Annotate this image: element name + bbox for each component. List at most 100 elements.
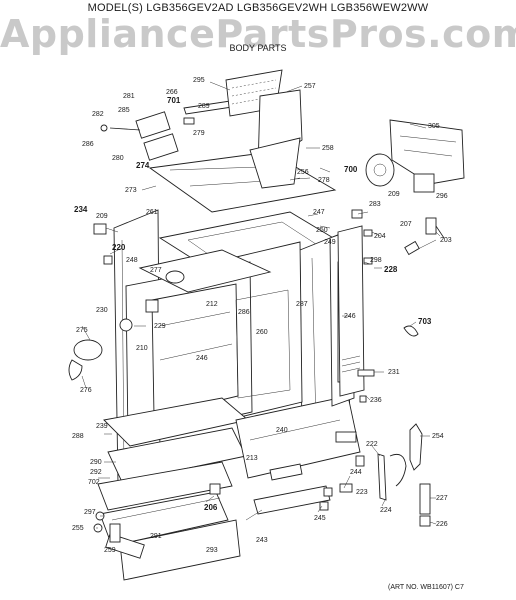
valve-body bbox=[143, 133, 179, 161]
blower-wheel bbox=[365, 153, 395, 187]
range-cabinet bbox=[97, 151, 365, 581]
callout-labels: 295 257 281 266 285 701 289 282 279 286 … bbox=[72, 77, 452, 554]
fitting bbox=[183, 117, 195, 125]
callout-label: 286 bbox=[238, 309, 250, 316]
drawer-bottom bbox=[97, 461, 233, 511]
callout-label: 234 bbox=[74, 205, 88, 214]
spark-module bbox=[404, 240, 420, 256]
lower-trim bbox=[253, 485, 331, 515]
callout-label: 258 bbox=[322, 145, 334, 152]
callout-label: 266 bbox=[166, 89, 178, 96]
callout-label: 240 bbox=[276, 427, 288, 434]
small-parts-right bbox=[351, 209, 445, 403]
small-parts-left bbox=[68, 223, 221, 543]
callout-label: 245 bbox=[314, 515, 326, 522]
callout-label: 206 bbox=[204, 503, 218, 512]
callout-label: 285 bbox=[118, 107, 130, 114]
callout-label: 239 bbox=[96, 423, 108, 430]
rear-right-panel bbox=[337, 225, 365, 397]
callout-label: 277 bbox=[150, 267, 162, 274]
screw-left bbox=[103, 255, 113, 265]
art-number: (ART NO. WB11607) C7 bbox=[388, 584, 464, 591]
callout-label: 256 bbox=[297, 169, 309, 176]
callout-label: 209 bbox=[96, 213, 108, 220]
callout-label: 261 bbox=[146, 209, 158, 216]
section-title: BODY PARTS bbox=[229, 43, 287, 53]
callout-label: 260 bbox=[256, 329, 268, 336]
callout-label: 248 bbox=[126, 257, 138, 264]
callout-label: 281 bbox=[123, 93, 135, 100]
callout-label: 223 bbox=[356, 489, 368, 496]
callout-label: 278 bbox=[318, 177, 330, 184]
callout-label: 286 bbox=[82, 141, 94, 148]
callout-label: 275 bbox=[76, 327, 88, 334]
vent-duct-lower bbox=[249, 137, 301, 189]
hinge-bracket bbox=[409, 423, 423, 471]
callout-label: 287 bbox=[296, 301, 308, 308]
callout-label: 209 bbox=[388, 191, 400, 198]
screw bbox=[363, 257, 373, 265]
callout-label: 227 bbox=[436, 495, 448, 502]
top-cover bbox=[148, 151, 337, 213]
callout-label: 231 bbox=[388, 369, 400, 376]
watermark: AppliancePartsPros.com bbox=[0, 12, 516, 56]
callout-label: 273 bbox=[125, 187, 137, 194]
callout-label: 213 bbox=[246, 455, 258, 462]
vent-assembly bbox=[225, 69, 303, 189]
fastener bbox=[363, 229, 373, 237]
callout-label: 279 bbox=[193, 130, 205, 137]
callout-label: 212 bbox=[206, 301, 218, 308]
callout-label: 228 bbox=[384, 265, 398, 274]
screw-center bbox=[323, 487, 333, 497]
gasket-clip bbox=[403, 325, 419, 337]
rack-stop bbox=[209, 483, 221, 495]
callout-label: 298 bbox=[370, 257, 382, 264]
callout-label: 249 bbox=[324, 239, 336, 246]
callout-label: 290 bbox=[90, 459, 102, 466]
callout-label: 288 bbox=[72, 433, 84, 440]
callout-label: 224 bbox=[380, 507, 392, 514]
hinge-link bbox=[419, 515, 431, 527]
callout-label: 702 bbox=[88, 479, 100, 486]
callout-label: 703 bbox=[418, 317, 432, 326]
hinge-receiver bbox=[377, 453, 387, 501]
callout-label: 297 bbox=[84, 509, 96, 516]
hinge-spring bbox=[419, 483, 431, 515]
callout-label: 244 bbox=[350, 469, 362, 476]
callout-label: 291 bbox=[150, 533, 162, 540]
blower-housing bbox=[413, 173, 435, 193]
leader-lines bbox=[81, 81, 441, 529]
callout-label: 204 bbox=[374, 233, 386, 240]
screw-small bbox=[359, 395, 367, 403]
backguard-panel bbox=[389, 119, 465, 185]
indicator-lens bbox=[73, 339, 103, 361]
callout-label: 226 bbox=[436, 521, 448, 528]
callout-label: 250 bbox=[316, 227, 328, 234]
base-kick-panel bbox=[119, 519, 241, 581]
callout-label: 230 bbox=[96, 307, 108, 314]
backguard-assembly bbox=[365, 119, 465, 193]
callout-label: 203 bbox=[440, 237, 452, 244]
bracket bbox=[357, 369, 375, 377]
callout-label: 292 bbox=[90, 469, 102, 476]
callout-label: 222 bbox=[366, 441, 378, 448]
callout-label: 274 bbox=[136, 161, 150, 170]
callout-label: 207 bbox=[400, 221, 412, 228]
callout-label: 259 bbox=[104, 547, 116, 554]
hinge-assembly bbox=[377, 423, 431, 527]
callout-label: 247 bbox=[313, 209, 325, 216]
electrode-clip bbox=[355, 455, 365, 467]
sensor-bulb bbox=[119, 318, 133, 332]
callout-label: 236 bbox=[370, 397, 382, 404]
callout-label: 257 bbox=[304, 83, 316, 90]
callout-label: 276 bbox=[80, 387, 92, 394]
model-numbers: MODEL(S) LGB356GEV2AD LGB356GEV2WH LGB35… bbox=[87, 2, 429, 14]
burner-port bbox=[165, 270, 185, 284]
callout-label: 296 bbox=[436, 193, 448, 200]
clip bbox=[351, 209, 363, 219]
manifold-bracket bbox=[269, 463, 303, 481]
callout-label: 701 bbox=[167, 96, 181, 105]
oven-cavity-opening bbox=[151, 283, 239, 417]
